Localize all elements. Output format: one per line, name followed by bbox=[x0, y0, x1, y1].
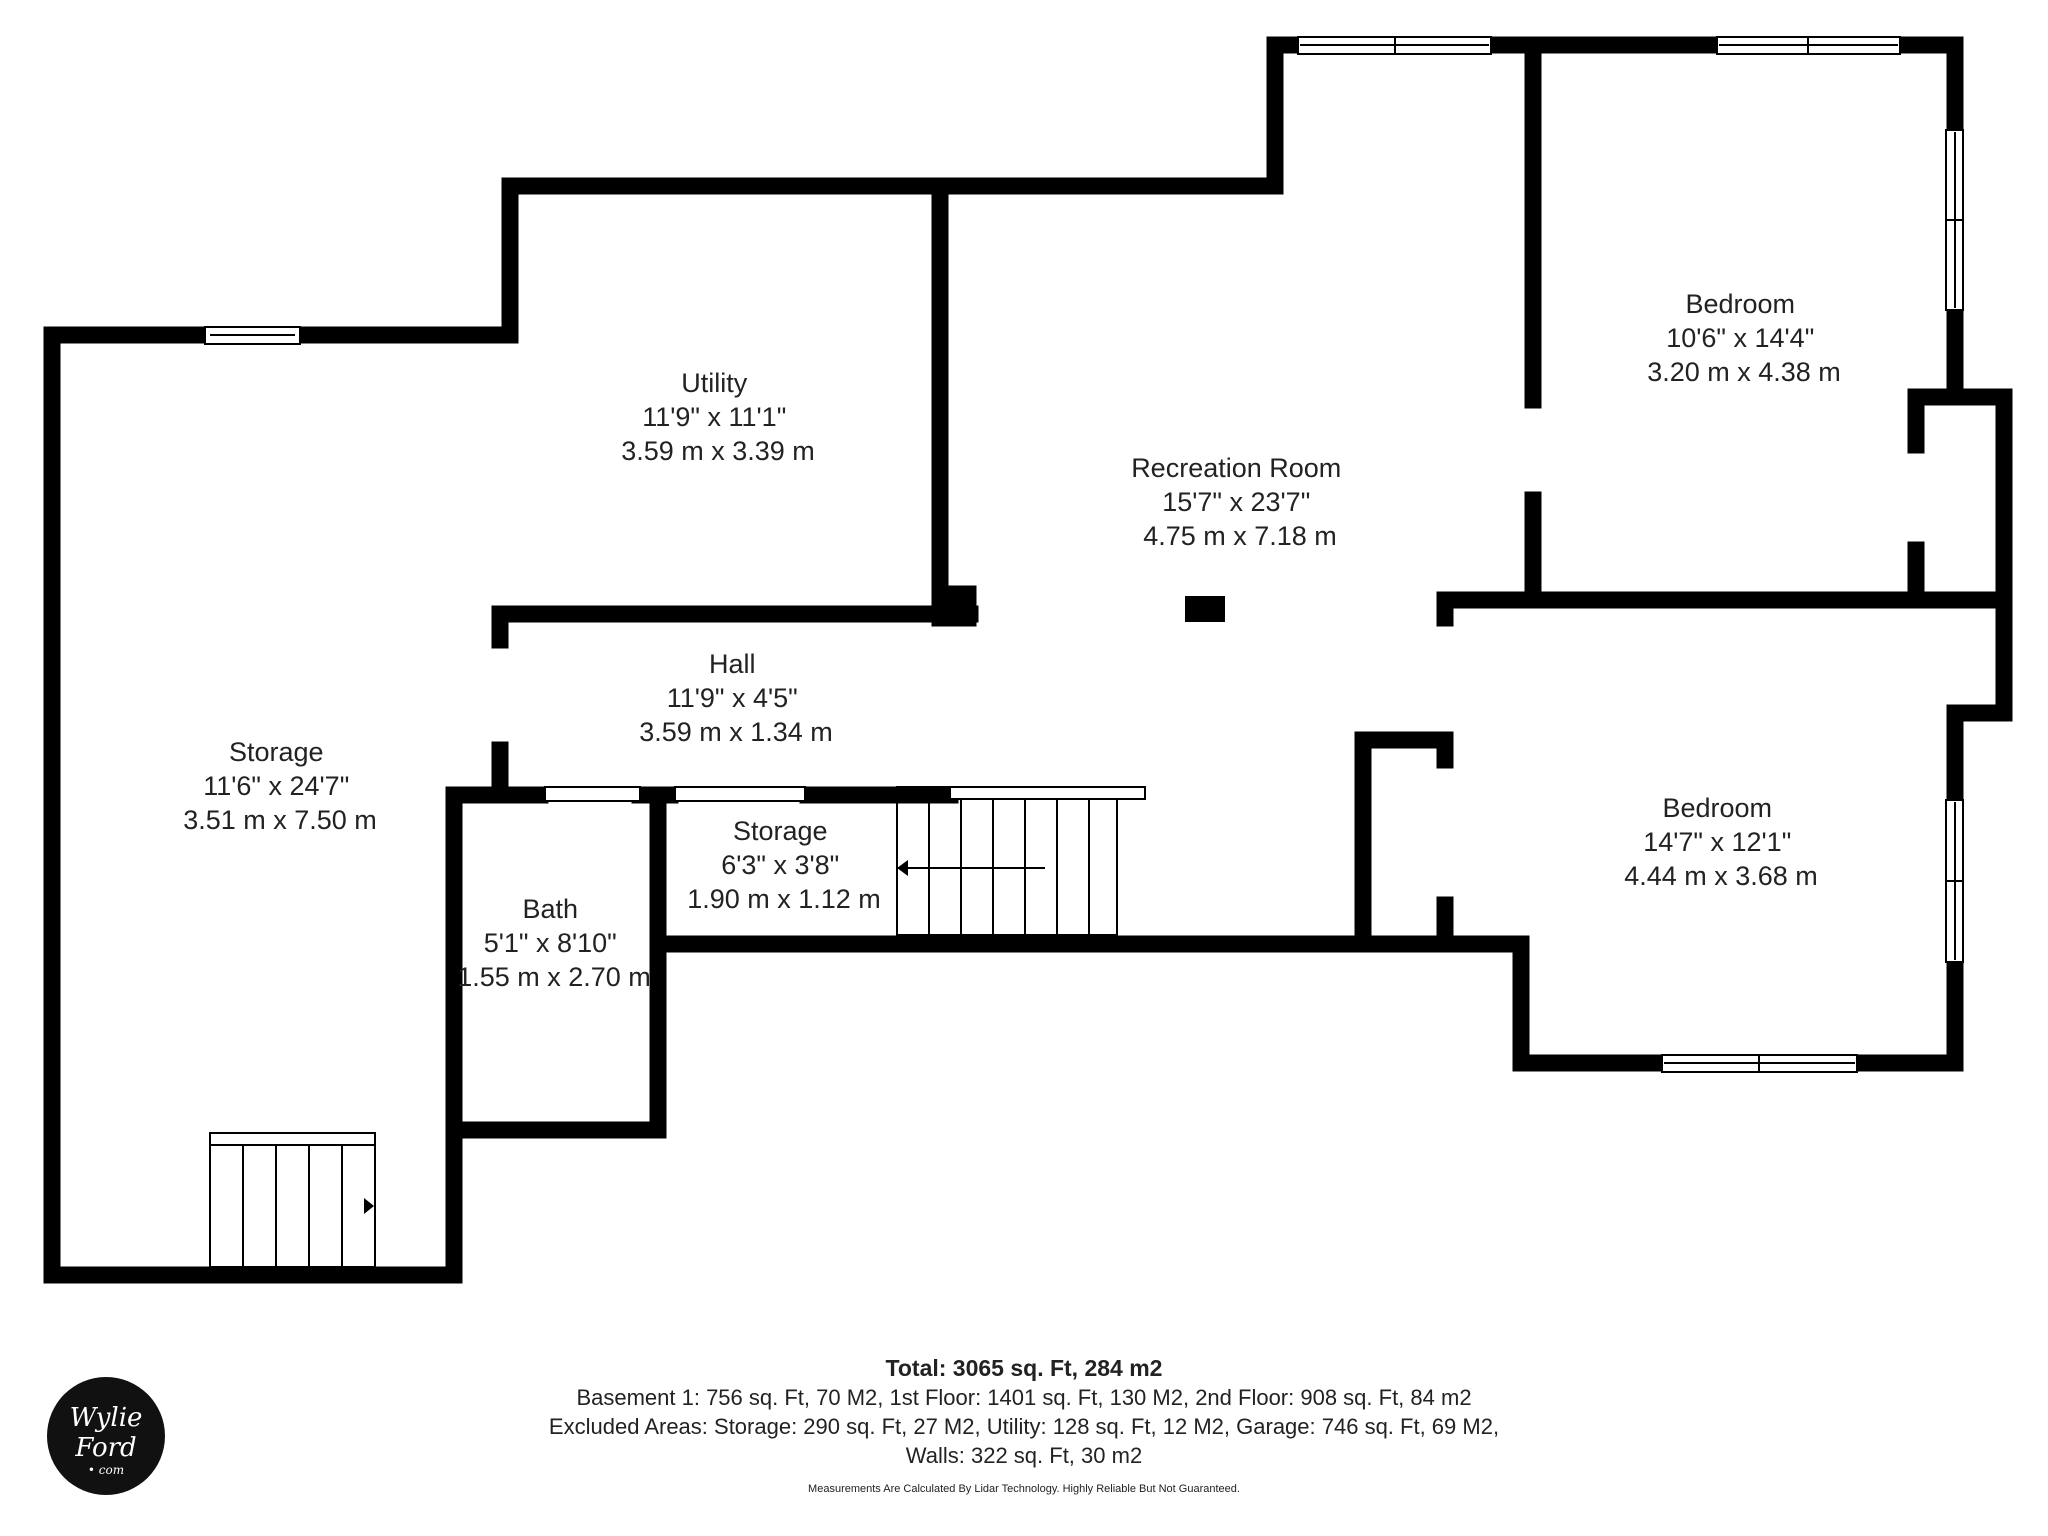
stairs-lower bbox=[209, 1132, 376, 1268]
wall-area: Walls: 322 sq. Ft, 30 m2 bbox=[905, 1443, 1143, 1468]
room-labels: Utility 11'9" x 11'1" 3.59 m x 3.39 m Re… bbox=[183, 289, 1841, 992]
logo-line-3: • com bbox=[87, 1463, 125, 1477]
room-bedroom-1: Bedroom 10'6" x 14'4" 3.20 m x 4.38 m bbox=[1647, 289, 1841, 387]
room-recreation: Recreation Room 15'7" x 23'7" 4.75 m x 7… bbox=[1131, 453, 1349, 551]
door-opening bbox=[674, 786, 806, 802]
brand-logo: Wylie Ford • com bbox=[47, 1377, 165, 1495]
windows bbox=[204, 36, 1964, 1073]
logo-line-1: Wylie bbox=[69, 1403, 143, 1433]
door-opening bbox=[544, 786, 641, 802]
stairs-upper bbox=[896, 786, 1146, 936]
wall-corner-block bbox=[931, 585, 977, 627]
floor-areas: Basement 1: 756 sq. Ft, 70 M2, 1st Floor… bbox=[576, 1385, 1472, 1410]
excluded-areas: Excluded Areas: Storage: 290 sq. Ft, 27 … bbox=[548, 1414, 1500, 1439]
chimney-block bbox=[1185, 596, 1225, 622]
room-storage: Storage 11'6" x 24'7" 3.51 m x 7.50 m bbox=[183, 737, 377, 835]
wall-storage-outer bbox=[43, 36, 2013, 1284]
room-storage-small: Storage 6'3" x 3'8" 1.90 m x 1.12 m bbox=[687, 816, 881, 914]
area-summary: Total: 3065 sq. Ft, 284 m2 Basement 1: 7… bbox=[0, 1353, 2048, 1496]
room-bath: Bath 5'1" x 8'10" 1.55 m x 2.70 m bbox=[457, 894, 651, 992]
room-hall: Hall 11'9" x 4'5" 3.59 m x 1.34 m bbox=[639, 649, 833, 747]
room-bedroom-2: Bedroom 14'7" x 12'1" 4.44 m x 3.68 m bbox=[1624, 793, 1818, 891]
total-area: Total: 3065 sq. Ft, 284 m2 bbox=[885, 1355, 1163, 1381]
disclaimer: Measurements Are Calculated By Lidar Tec… bbox=[808, 1483, 1240, 1495]
wall-nook bbox=[1354, 731, 1454, 953]
walls bbox=[43, 36, 2013, 1284]
logo-line-2: Ford bbox=[75, 1433, 137, 1463]
room-utility: Utility 11'9" x 11'1" 3.59 m x 3.39 m bbox=[621, 368, 815, 466]
